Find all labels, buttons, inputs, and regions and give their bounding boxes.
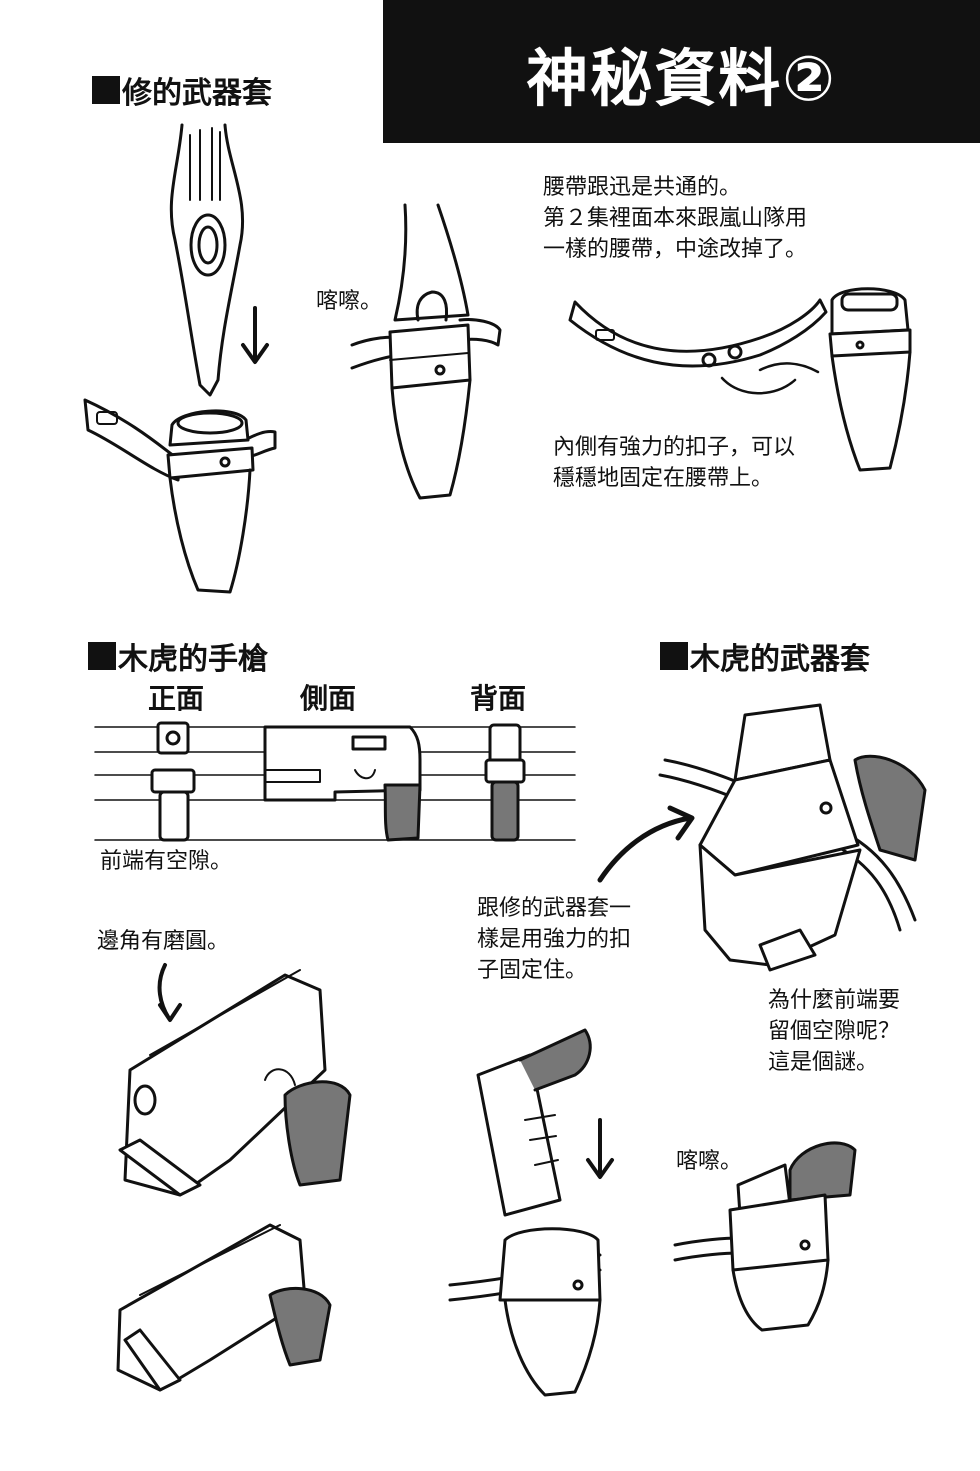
pistol-perspective-2 xyxy=(116,1223,332,1392)
note-line: 第２集裡面本來跟嵐山隊用 xyxy=(543,206,808,231)
belt-clasp-illustration xyxy=(568,298,828,395)
section-heading-shu-holster: 修的武器套 xyxy=(92,68,272,112)
note-clasp: 內側有強力的扣子，可以 穩穩地固定在腰帶上。 xyxy=(553,432,795,494)
pistol-back-view xyxy=(484,723,526,842)
note-click-1: 喀嚓。 xyxy=(316,289,383,314)
heading-text: 木虎的武器套 xyxy=(690,642,870,677)
curved-arrow-icon xyxy=(597,805,695,883)
note-line: 腰帶跟迅是共通的。 xyxy=(543,175,742,200)
down-arrow-icon xyxy=(586,1118,614,1179)
heading-text: 木虎的手槍 xyxy=(118,642,268,677)
holster-inserted-illustration xyxy=(350,203,502,500)
heading-bullet-icon xyxy=(92,76,120,104)
view-label-back: 背面 xyxy=(470,682,527,715)
belt-holster-1 xyxy=(83,398,277,594)
title-banner: 神秘資料② xyxy=(383,0,980,143)
mu-holster-illustration xyxy=(658,703,927,972)
view-label-front: 正面 xyxy=(148,682,205,715)
holster-belt-bottom-left xyxy=(448,1227,602,1397)
note-line: 樣是用強力的扣 xyxy=(477,927,632,952)
note-line: 跟修的武器套一 xyxy=(477,896,632,921)
note-gap: 前端有空隙。 xyxy=(100,849,233,874)
view-label-side: 側面 xyxy=(300,682,357,715)
note-line: 這是個謎。 xyxy=(768,1050,879,1075)
heading-bullet-icon xyxy=(660,642,688,670)
note-line: 一樣的腰帶，中途改掉了。 xyxy=(543,237,808,262)
note-same-clasp: 跟修的武器套一 樣是用強力的扣 子固定住。 xyxy=(477,893,631,986)
note-line: 為什麼前端要 xyxy=(768,988,901,1013)
note-line: 穩穩地固定在腰帶上。 xyxy=(553,466,774,491)
down-arrow-icon xyxy=(157,963,182,1022)
note-rounded: 邊角有磨圓。 xyxy=(97,929,230,954)
section-heading-mu-pistol: 木虎的手槍 xyxy=(88,634,268,678)
note-line: 子固定住。 xyxy=(477,958,588,983)
note-click-2: 喀嚓。 xyxy=(676,1149,743,1174)
down-arrow-icon xyxy=(241,306,269,364)
pistol-side-view xyxy=(263,725,422,842)
heading-text: 修的武器套 xyxy=(122,76,272,111)
note-why-gap: 為什麼前端要 留個空隙呢？ 這是個謎。 xyxy=(768,985,900,1078)
holster-back-view xyxy=(828,287,912,472)
holster-belt-bottom-right xyxy=(673,1141,857,1332)
pistol-perspective-1 xyxy=(118,969,352,1197)
note-belt: 腰帶跟迅是共通的。 第２集裡面本來跟嵐山隊用 一樣的腰帶，中途改掉了。 xyxy=(543,172,807,265)
pistol-drop-illustration xyxy=(476,1028,592,1217)
note-line: 留個空隙呢？ xyxy=(768,1019,901,1044)
note-line: 內側有強力的扣子，可以 xyxy=(553,435,796,460)
pistol-front-view xyxy=(150,721,196,842)
section-heading-mu-holster: 木虎的武器套 xyxy=(660,634,870,678)
page-title: 神秘資料② xyxy=(526,42,837,115)
trigger-handle-illustration xyxy=(169,123,245,397)
heading-bullet-icon xyxy=(88,642,116,670)
